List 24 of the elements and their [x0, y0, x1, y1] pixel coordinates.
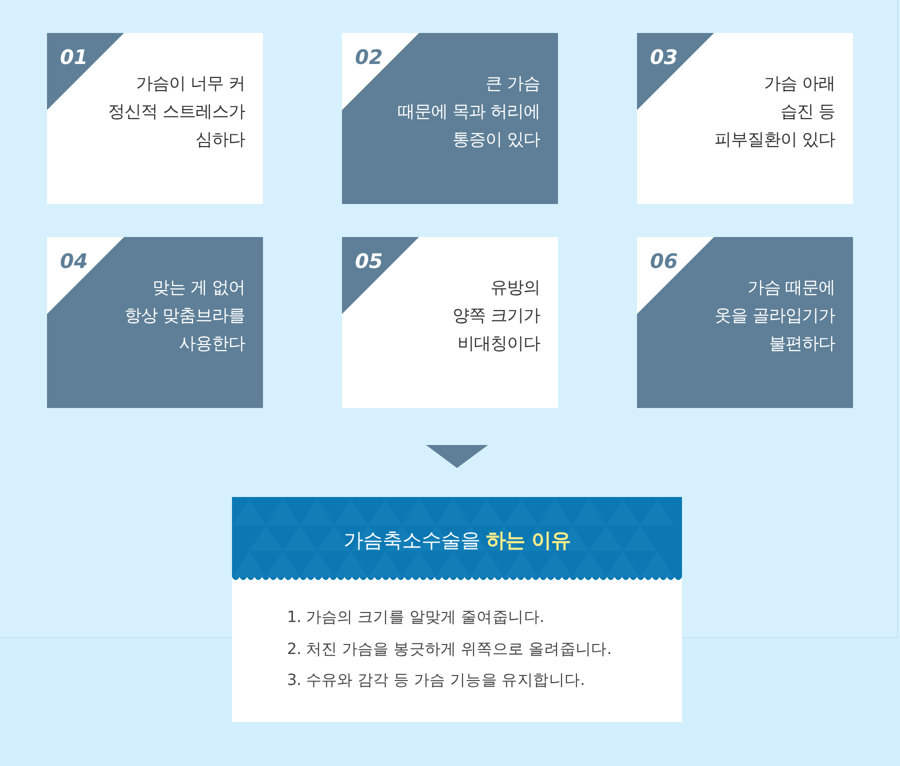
card [342, 33, 558, 204]
card-text: 가슴 때문에 옷을 골라입기가 불편하다 [714, 277, 835, 356]
card [47, 33, 263, 204]
card-number: 03 [650, 45, 678, 69]
card-text: 유방의 양쪽 크기가 비대칭이다 [452, 277, 540, 356]
reason-item: 3. 수유와 감각 등 가슴 기능을 유지합니다. [287, 670, 585, 691]
card [637, 237, 853, 408]
card-number: 04 [60, 249, 88, 273]
card-number: 06 [650, 249, 678, 273]
card [342, 237, 558, 408]
reason-item: 2. 처진 가슴을 봉긋하게 위쪽으로 올려줍니다. [287, 638, 612, 660]
card-text: 큰 가슴 때문에 목과 허리에 통증이 있다 [397, 73, 540, 152]
card-number: 05 [355, 249, 383, 273]
card-number: 01 [60, 45, 88, 69]
card [637, 33, 853, 204]
down-arrow [426, 445, 488, 468]
card-text: 가슴 아래 습진 등 피부질환이 있다 [714, 73, 835, 152]
reason-item: 1. 가슴의 크기를 알맞게 줄여줍니다. [287, 607, 544, 628]
card [47, 237, 263, 408]
card-text: 가슴이 너무 커 정신적 스트레스가 심하다 [107, 73, 245, 152]
box-title: 가슴축소수술을 하는 이유 [342, 527, 572, 553]
card-text: 맞는 게 없어 항상 맞춤브라를 사용한다 [124, 277, 245, 356]
reason-box [232, 497, 682, 722]
card-number: 02 [355, 45, 383, 69]
